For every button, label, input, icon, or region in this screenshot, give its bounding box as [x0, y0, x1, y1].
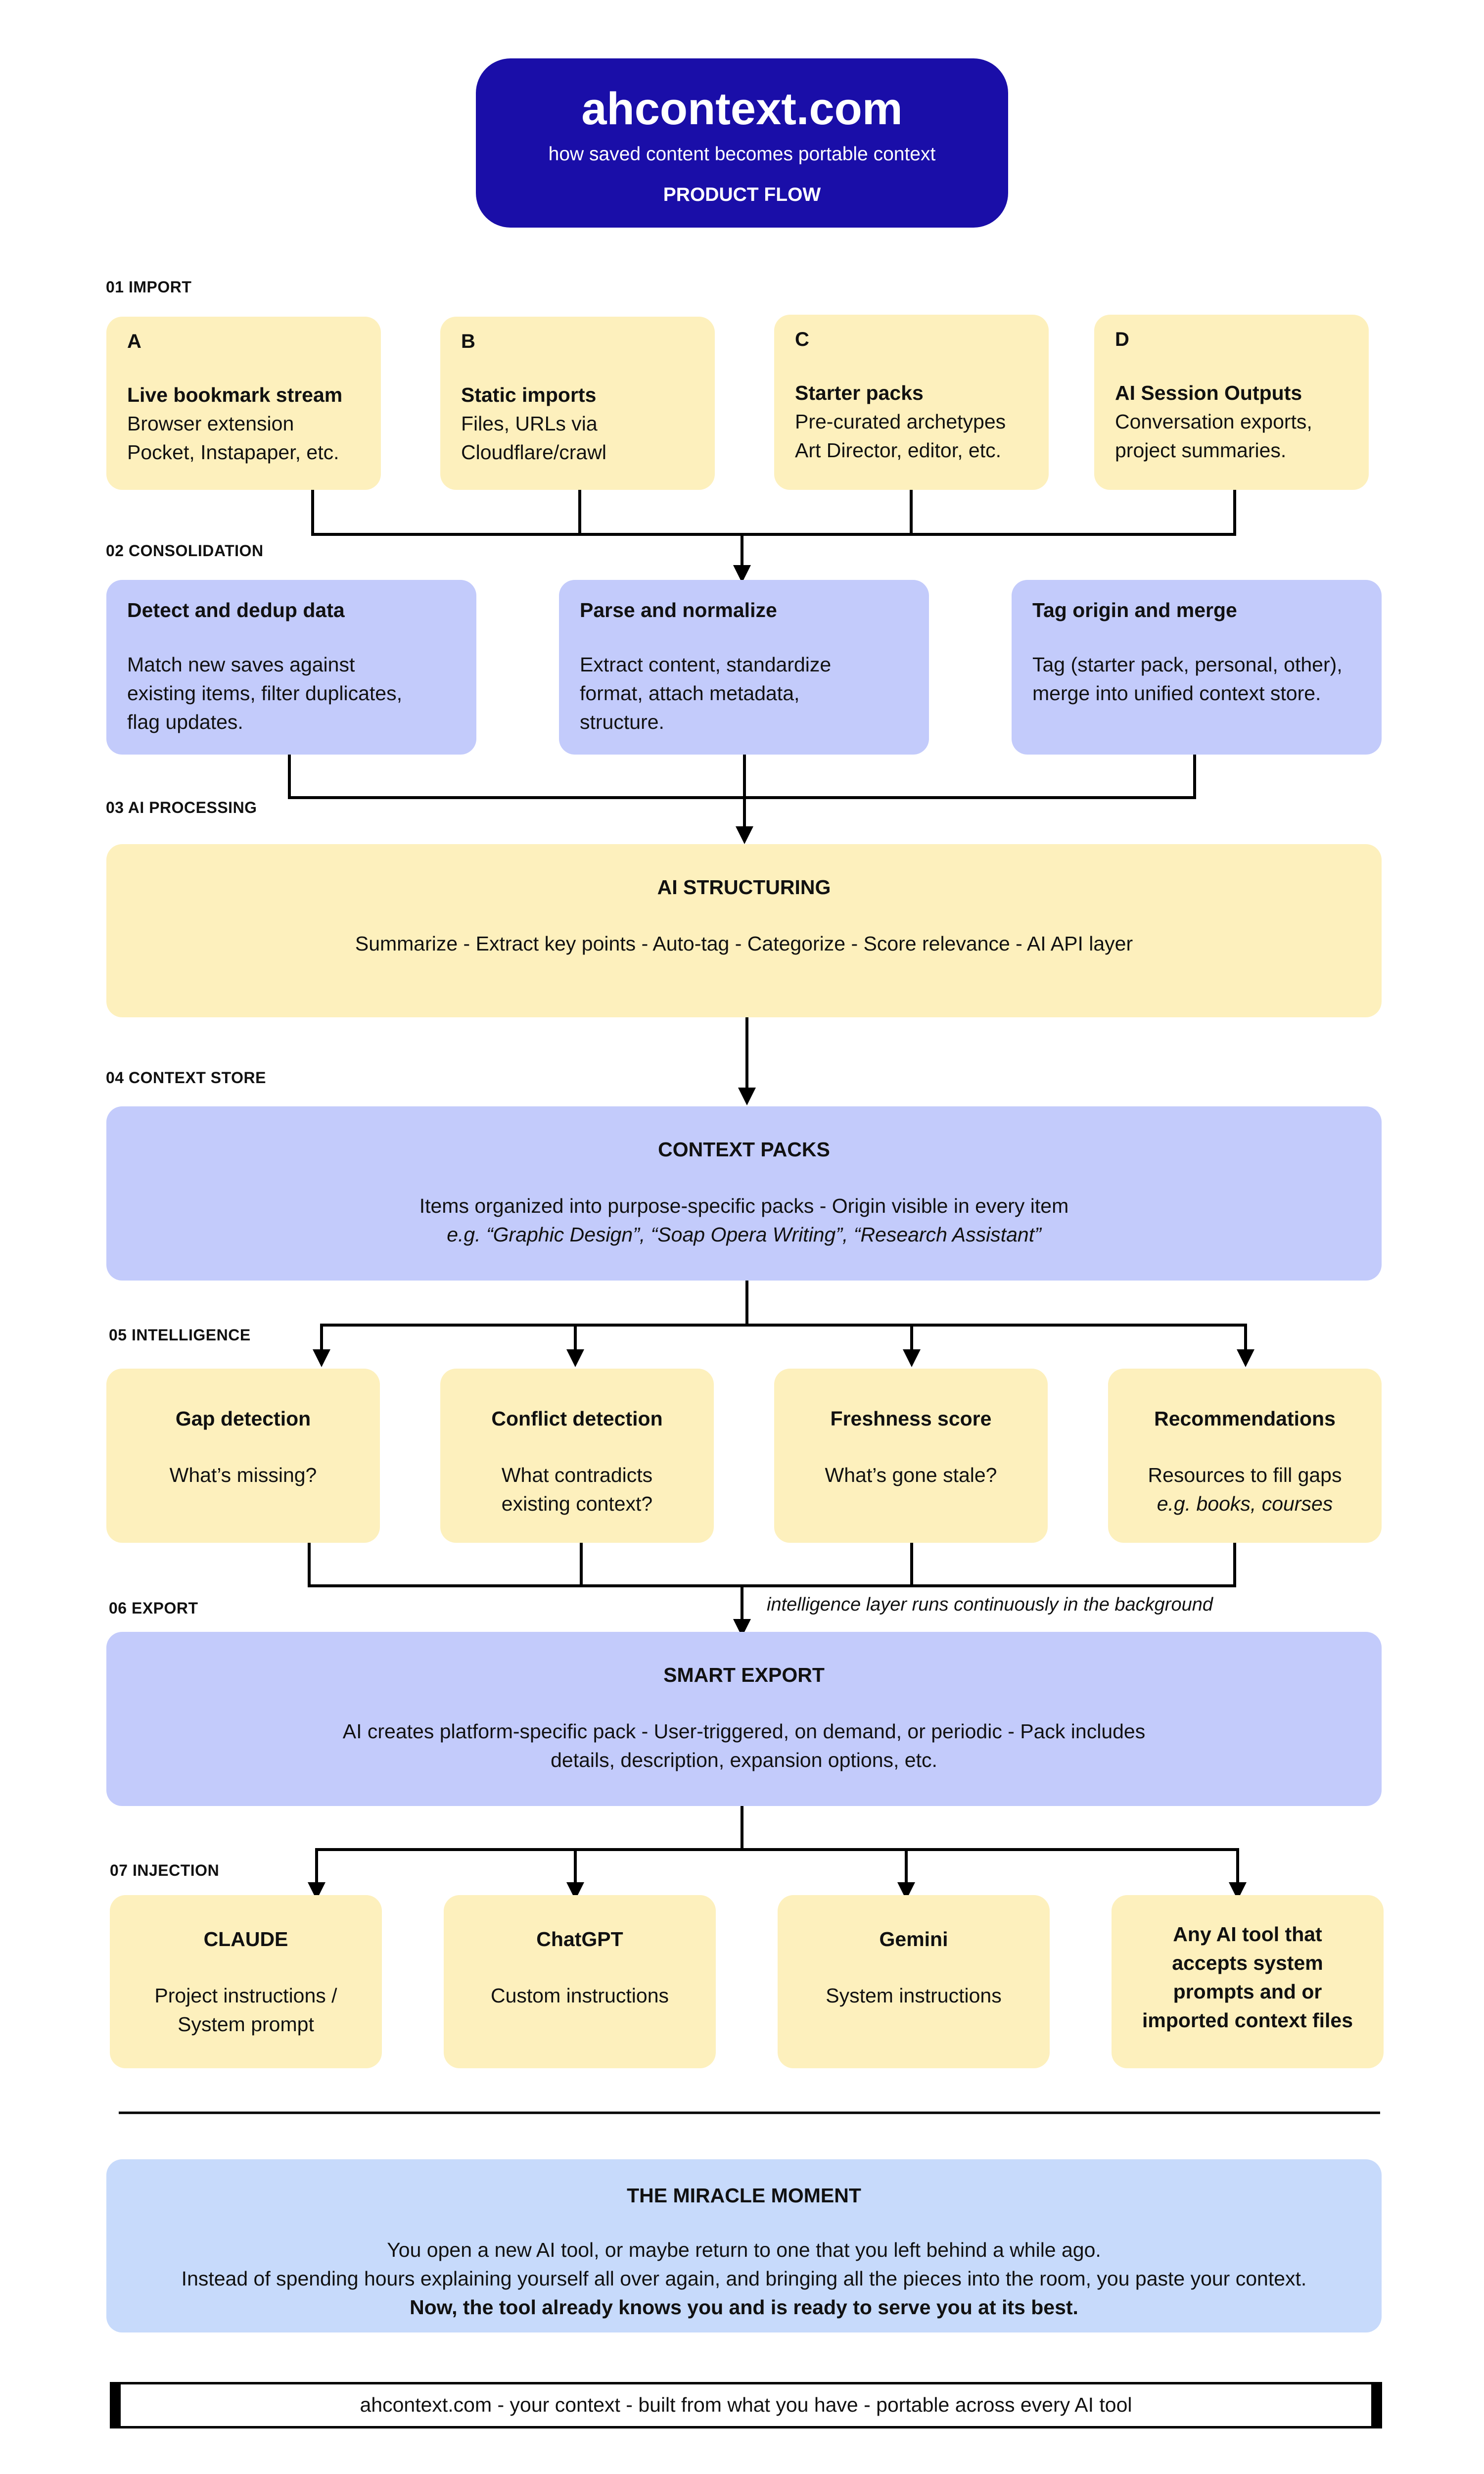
card-title: accepts system	[1172, 1951, 1323, 1974]
ai-structuring-title: AI STRUCTURING	[657, 876, 831, 899]
store-split-line	[320, 1281, 748, 1358]
card-text: System instructions	[826, 1984, 1002, 2007]
any-ai-tool-card: Any AI tool that accepts system prompts …	[1112, 1895, 1384, 2068]
card-text: Match new saves against	[127, 653, 355, 676]
smart-export-text: AI creates platform-specific pack - User…	[342, 1720, 1146, 1743]
card-title: Starter packs	[795, 381, 924, 404]
import-merge-line	[311, 490, 1236, 536]
card-letter: A	[127, 331, 141, 352]
card-text: What’s gone stale?	[825, 1464, 997, 1486]
context-packs-text: Items organized into purpose-specific pa…	[419, 1194, 1069, 1217]
card-text: structure.	[580, 711, 664, 733]
intelligence-merge-line	[308, 1543, 1236, 1587]
card-title: Gemini	[879, 1928, 948, 1951]
card-title: ChatGPT	[536, 1928, 623, 1951]
card-text: Resources to fill gaps	[1148, 1464, 1342, 1486]
card-letter: D	[1115, 329, 1129, 350]
consolidation-tag-card: Tag origin and merge Tag (starter pack, …	[1012, 580, 1382, 755]
miracle-moment-box: THE MIRACLE MOMENT You open a new AI too…	[106, 2159, 1382, 2332]
card-text: Files, URLs via	[461, 412, 598, 435]
card-text: System prompt	[178, 2013, 314, 2036]
card-title: Static imports	[461, 383, 597, 406]
import-card-d: D AI Session Outputs Conversation export…	[1094, 315, 1369, 490]
conflict-detection-card: Conflict detection What contradicts exis…	[440, 1369, 714, 1543]
section-label-import: 01 IMPORT	[106, 278, 192, 296]
card-text: format, attach metadata,	[580, 682, 800, 705]
card-text: Browser extension	[127, 412, 294, 435]
context-packs-box: CONTEXT PACKS Items organized into purpo…	[106, 1106, 1382, 1281]
card-text: Custom instructions	[490, 1984, 669, 2007]
chatgpt-card: ChatGPT Custom instructions	[444, 1895, 716, 2068]
card-title: Live bookmark stream	[127, 383, 343, 406]
import-card-c: C Starter packs Pre-curated archetypes A…	[774, 315, 1049, 490]
card-letter: C	[795, 329, 809, 350]
card-title: Any AI tool that	[1173, 1923, 1322, 1946]
card-title: Gap detection	[175, 1407, 311, 1430]
card-text: Pocket, Instapaper, etc.	[127, 441, 339, 464]
gap-detection-card: Gap detection What’s missing?	[106, 1369, 380, 1543]
card-text: existing items, filter duplicates,	[127, 682, 403, 705]
card-text: merge into unified context store.	[1032, 682, 1321, 705]
card-text: Cloudflare/crawl	[461, 441, 606, 464]
card-text: What contradicts	[501, 1464, 653, 1486]
card-text: What’s missing?	[169, 1464, 317, 1486]
smart-export-box: SMART EXPORT AI creates platform-specifi…	[106, 1632, 1382, 1806]
section-label-injection: 07 INJECTION	[110, 1861, 220, 1879]
miracle-title: THE MIRACLE MOMENT	[627, 2184, 861, 2207]
freshness-score-card: Freshness score What’s gone stale?	[774, 1369, 1048, 1543]
card-text: e.g. books, courses	[1157, 1492, 1333, 1515]
card-title: AI Session Outputs	[1115, 381, 1302, 404]
card-title: Conflict detection	[491, 1407, 663, 1430]
card-text: Conversation exports,	[1115, 410, 1312, 433]
ai-structuring-text: Summarize - Extract key points - Auto-ta…	[355, 932, 1133, 955]
ai-structuring-box: AI STRUCTURING Summarize - Extract key p…	[106, 844, 1382, 1017]
site-title: ahcontext.com	[581, 84, 903, 134]
miracle-text: Instead of spending hours explaining you…	[181, 2267, 1307, 2290]
miracle-highlight: Now, the tool already knows you and is r…	[410, 2296, 1078, 2319]
context-packs-examples: e.g. “Graphic Design”, “Soap Opera Writi…	[447, 1223, 1041, 1246]
context-packs-title: CONTEXT PACKS	[658, 1138, 830, 1161]
product-flow-label: PRODUCT FLOW	[663, 184, 821, 205]
footer-text: ahcontext.com - your context - built fro…	[360, 2393, 1132, 2416]
card-title: CLAUDE	[203, 1928, 288, 1951]
section-label-context-store: 04 CONTEXT STORE	[106, 1069, 266, 1087]
card-title: Tag origin and merge	[1032, 599, 1237, 621]
card-title: Freshness score	[830, 1407, 992, 1430]
card-text: Tag (starter pack, personal, other),	[1032, 653, 1343, 676]
section-label-ai-processing: 03 AI PROCESSING	[106, 799, 257, 816]
section-label-export: 06 EXPORT	[109, 1599, 198, 1617]
card-text: flag updates.	[127, 711, 243, 733]
consolidation-parse-card: Parse and normalize Extract content, sta…	[559, 580, 929, 755]
import-card-b: B Static imports Files, URLs via Cloudfl…	[440, 317, 715, 490]
card-text: project summaries.	[1115, 439, 1287, 462]
card-letter: B	[461, 331, 475, 352]
card-text: existing context?	[501, 1492, 653, 1515]
gemini-card: Gemini System instructions	[778, 1895, 1050, 2068]
intelligence-note: intelligence layer runs continuously in …	[767, 1594, 1213, 1615]
smart-export-text: details, description, expansion options,…	[551, 1749, 937, 1771]
card-text: Pre-curated archetypes	[795, 410, 1006, 433]
recommendations-card: Recommendations Resources to fill gaps e…	[1108, 1369, 1382, 1543]
card-text: Art Director, editor, etc.	[795, 439, 1001, 462]
card-title: Detect and dedup data	[127, 599, 345, 621]
import-card-a: A Live bookmark stream Browser extension…	[106, 317, 381, 490]
header-banner: ahcontext.com how saved content becomes …	[476, 58, 1008, 228]
footer-banner: ahcontext.com - your context - built fro…	[110, 2382, 1382, 2428]
smart-export-title: SMART EXPORT	[663, 1664, 825, 1686]
card-text: Extract content, standardize	[580, 653, 832, 676]
miracle-text: You open a new AI tool, or maybe return …	[387, 2238, 1101, 2261]
claude-card: CLAUDE Project instructions / System pro…	[110, 1895, 382, 2068]
consolidation-dedup-card: Detect and dedup data Match new saves ag…	[106, 580, 476, 755]
site-subtitle: how saved content becomes portable conte…	[548, 143, 936, 165]
card-title: Parse and normalize	[580, 599, 777, 621]
consolidation-merge-line	[288, 755, 1196, 799]
section-label-intelligence: 05 INTELLIGENCE	[109, 1326, 251, 1344]
section-label-consolidation: 02 CONSOLIDATION	[106, 542, 264, 560]
card-text: Project instructions /	[154, 1984, 337, 2007]
card-title: prompts and or	[1173, 1980, 1322, 2003]
card-title: Recommendations	[1154, 1407, 1336, 1430]
card-title: imported context files	[1142, 2009, 1353, 2032]
